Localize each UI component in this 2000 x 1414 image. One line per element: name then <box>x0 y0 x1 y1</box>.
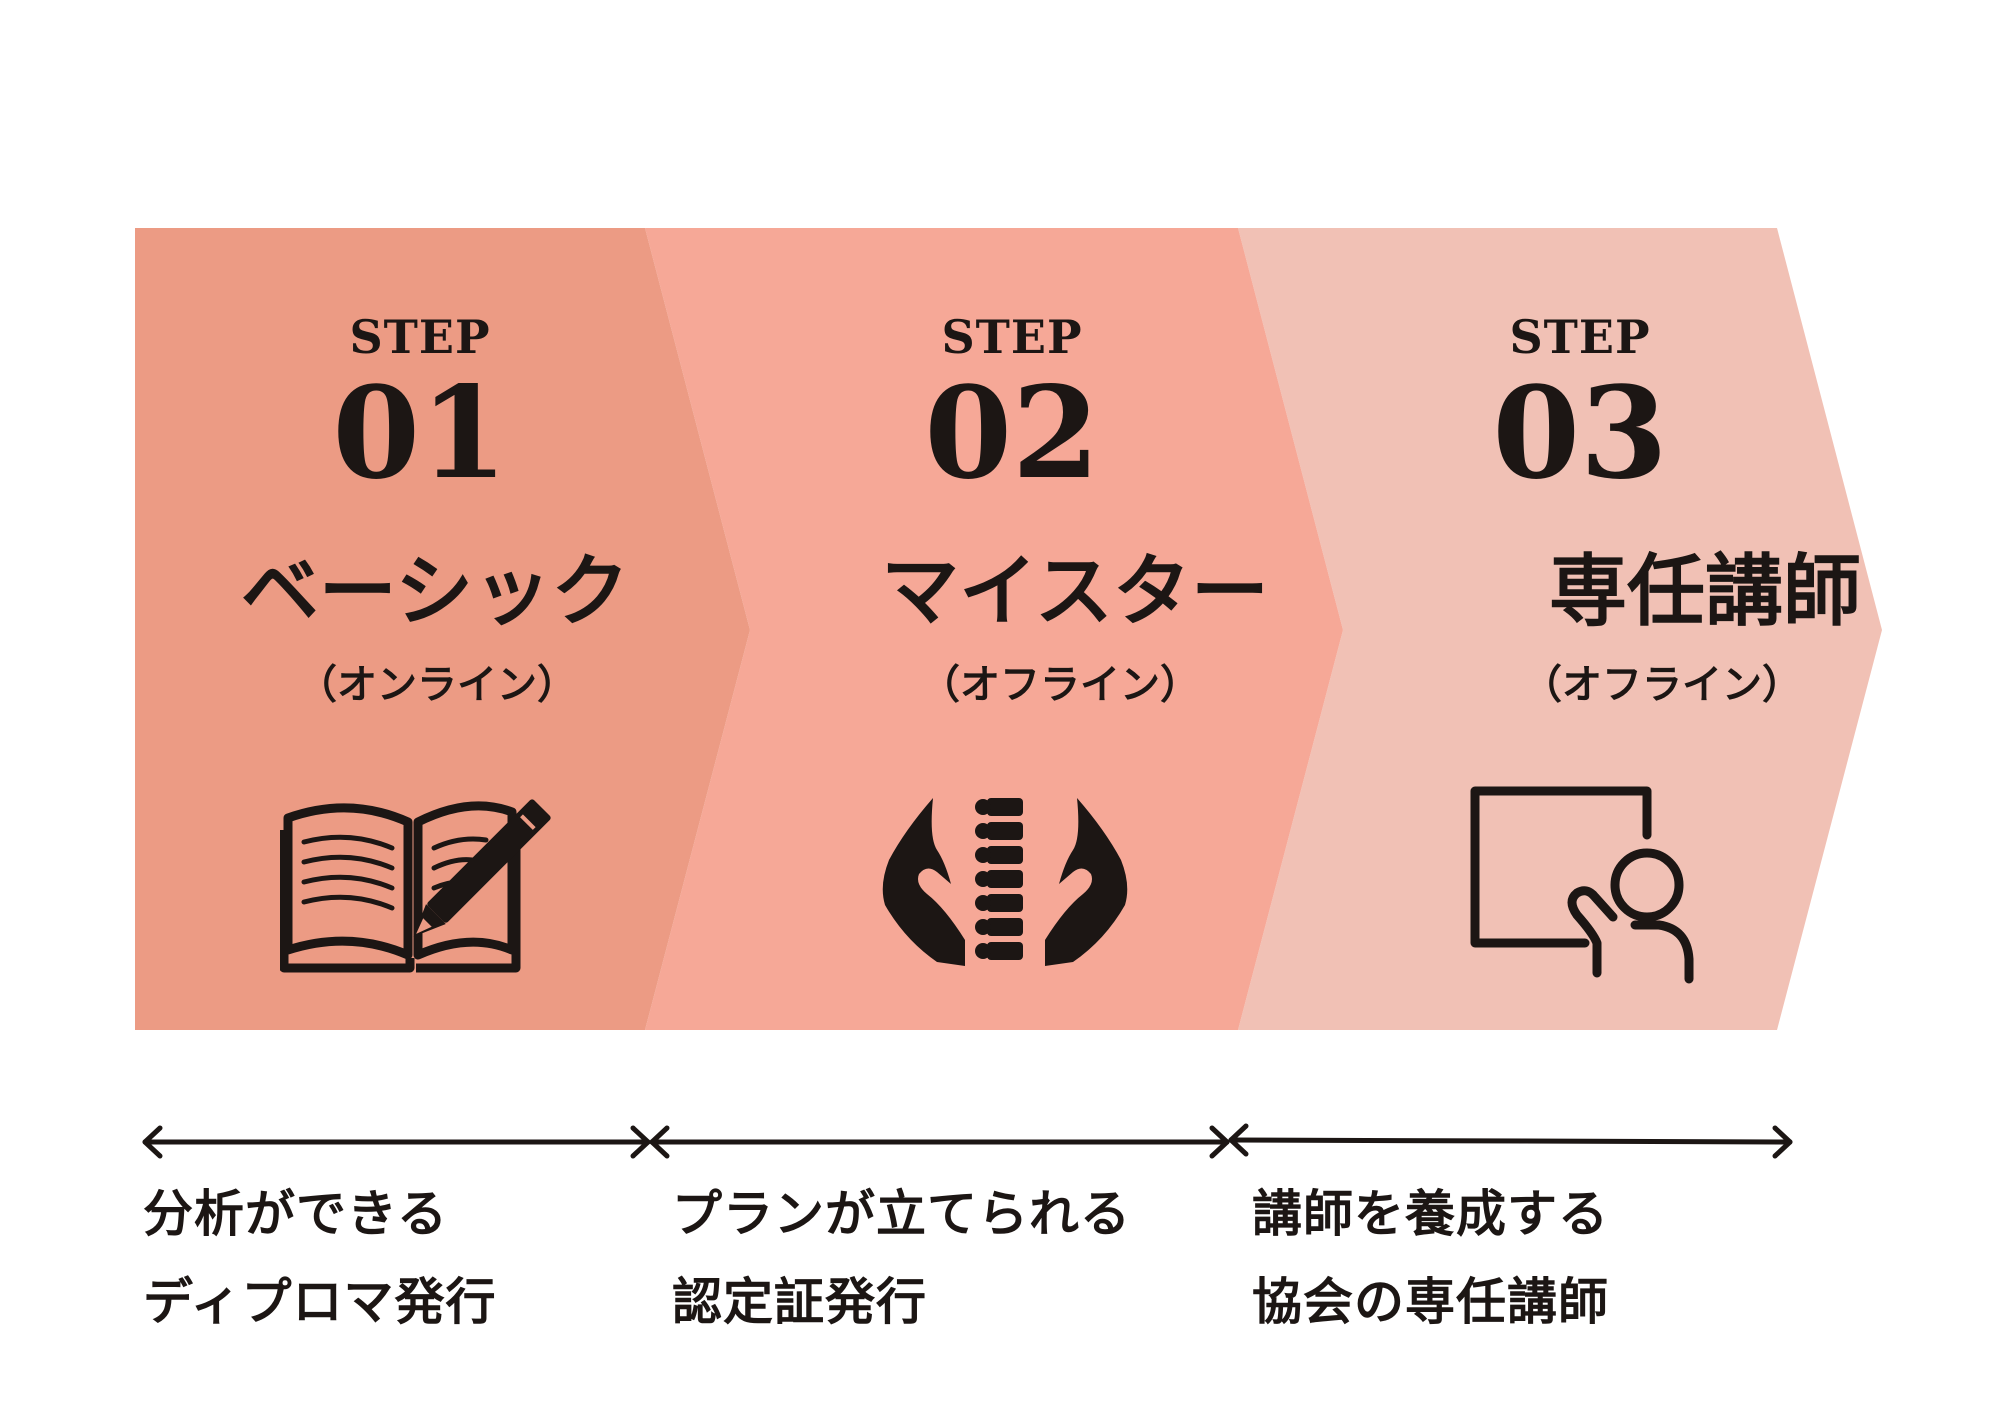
step-3-course-mode: （オフライン） <box>1522 662 1802 708</box>
step-1-range-arrow <box>142 1125 651 1159</box>
step-3-description-line-2: 協会の専任講師 <box>1252 1273 1609 1331</box>
step-2-course-mode: （オフライン） <box>920 662 1200 708</box>
step-2-range-arrow <box>649 1125 1230 1159</box>
step-2-description-line-1: プランが立てられる <box>672 1185 1131 1243</box>
teacher-whiteboard-icon <box>1470 786 1694 984</box>
step-2-number: 02 <box>924 359 1100 507</box>
step-3-description-line-1: 講師を養成する <box>1252 1185 1609 1243</box>
step-2-description: プランが立てられる 認定証発行 <box>672 1170 1131 1346</box>
step-3-label: STEP <box>1509 310 1651 364</box>
timeline-arrows <box>142 1123 1793 1159</box>
step-1-label: STEP <box>349 310 491 364</box>
step-3-course-name: 専任講師 <box>1548 547 1861 637</box>
step-1-course-name: ベーシック <box>240 547 630 637</box>
step-1-description-line-1: 分析ができる <box>143 1185 448 1243</box>
step-2-description-line-2: 認定証発行 <box>672 1273 927 1331</box>
step-3-chevron <box>1238 228 1882 1030</box>
step-2-course-name: マイスター <box>881 547 1269 637</box>
step-2-chevron <box>645 228 1343 1030</box>
hands-spine-icon <box>882 798 1128 966</box>
step-2-label: STEP <box>941 310 1083 364</box>
step-1-course-mode: （オンライン） <box>297 662 577 708</box>
step-1-description-line-2: ディプロマ発行 <box>143 1273 497 1331</box>
open-book-pencil-icon <box>280 799 551 973</box>
step-1-number: 01 <box>332 359 508 507</box>
step-3-range-arrow <box>1228 1123 1793 1159</box>
step-1-description: 分析ができる ディプロマ発行 <box>143 1170 497 1346</box>
step-3-description: 講師を養成する 協会の専任講師 <box>1252 1170 1609 1346</box>
step-3-number: 03 <box>1492 359 1668 507</box>
